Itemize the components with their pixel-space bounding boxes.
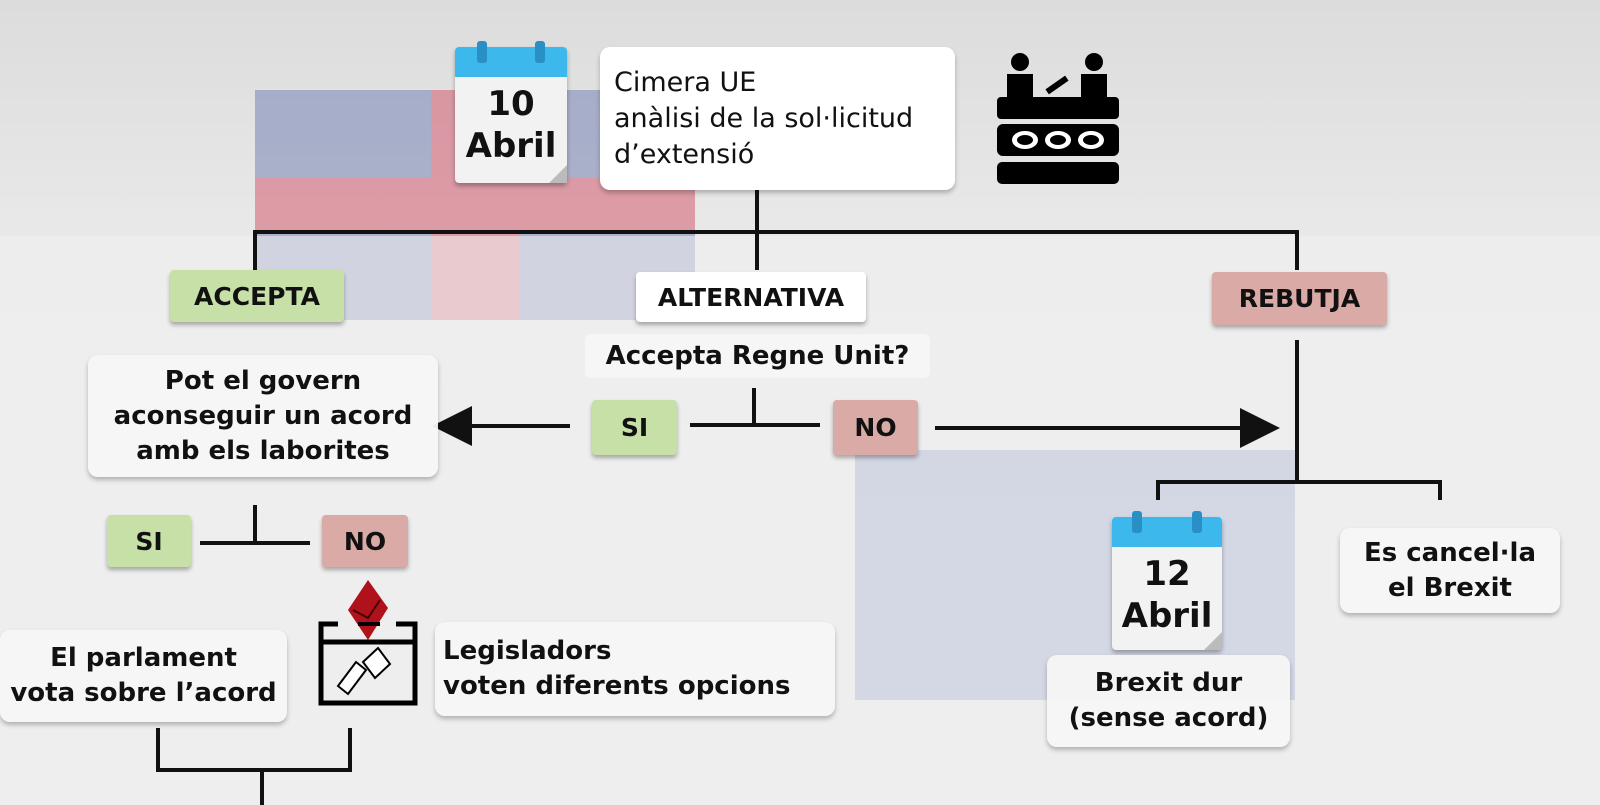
parliament-line: El parlament <box>50 643 237 673</box>
accept-label: ACCEPTA <box>170 270 344 322</box>
hard-brexit-box: Brexit dur (sense acord) <box>1047 655 1290 747</box>
labour-deal-question: Pot el govern aconseguir un acord amb els … <box>88 355 438 477</box>
legislators-line: Legisladors <box>443 636 612 666</box>
hard-brexit-line: (sense acord) <box>1068 703 1269 733</box>
legislators-line: voten diferents opcions <box>443 671 791 701</box>
question-line: amb els laborites <box>136 435 390 466</box>
alt-yes-label: SI <box>592 400 677 455</box>
alt-no-label: NO <box>833 400 918 455</box>
question-line: Pot el govern <box>164 365 362 396</box>
alternative-label: ALTERNATIVA <box>636 272 866 322</box>
legislators-vote-box: Legisladors voten diferents opcions <box>435 622 835 716</box>
question-line: aconseguir un acord <box>113 400 413 431</box>
summit-line: anàlisi de la sol·licitud <box>614 102 914 134</box>
cancel-line: el Brexit <box>1388 572 1512 603</box>
calendar-month: Abril <box>1121 596 1213 636</box>
calendar-day: 12 <box>1143 554 1191 594</box>
summit-line: Cimera UE <box>614 66 757 98</box>
parliament-vote-box: El parlament vota sobre l’acord <box>0 630 287 722</box>
deal-yes-label: SI <box>107 515 191 567</box>
calendar-month: Abril <box>465 126 557 166</box>
cancel-line: Es cancel·la <box>1363 537 1537 568</box>
hard-brexit-line: Brexit dur <box>1094 668 1243 698</box>
council-judges-icon <box>997 53 1119 184</box>
deal-no-label: NO <box>322 515 408 567</box>
brexit-cancelled-box: Es cancel·la el Brexit <box>1340 528 1560 613</box>
summit-line: d’extensió <box>614 138 755 170</box>
parliament-line: vota sobre l’acord <box>10 678 277 708</box>
ballot-box-icon <box>318 580 418 706</box>
reject-label: REBUTJA <box>1212 272 1387 325</box>
uk-accepts-question: Accepta Regne Unit? <box>585 334 930 378</box>
calendar-icon-12-april: 12 Abril <box>1112 511 1222 650</box>
calendar-day: 10 <box>487 84 535 124</box>
calendar-icon-10-april: 10 Abril <box>455 41 567 183</box>
summit-box: Cimera UE anàlisi de la sol·licitud d’exte… <box>600 47 955 190</box>
